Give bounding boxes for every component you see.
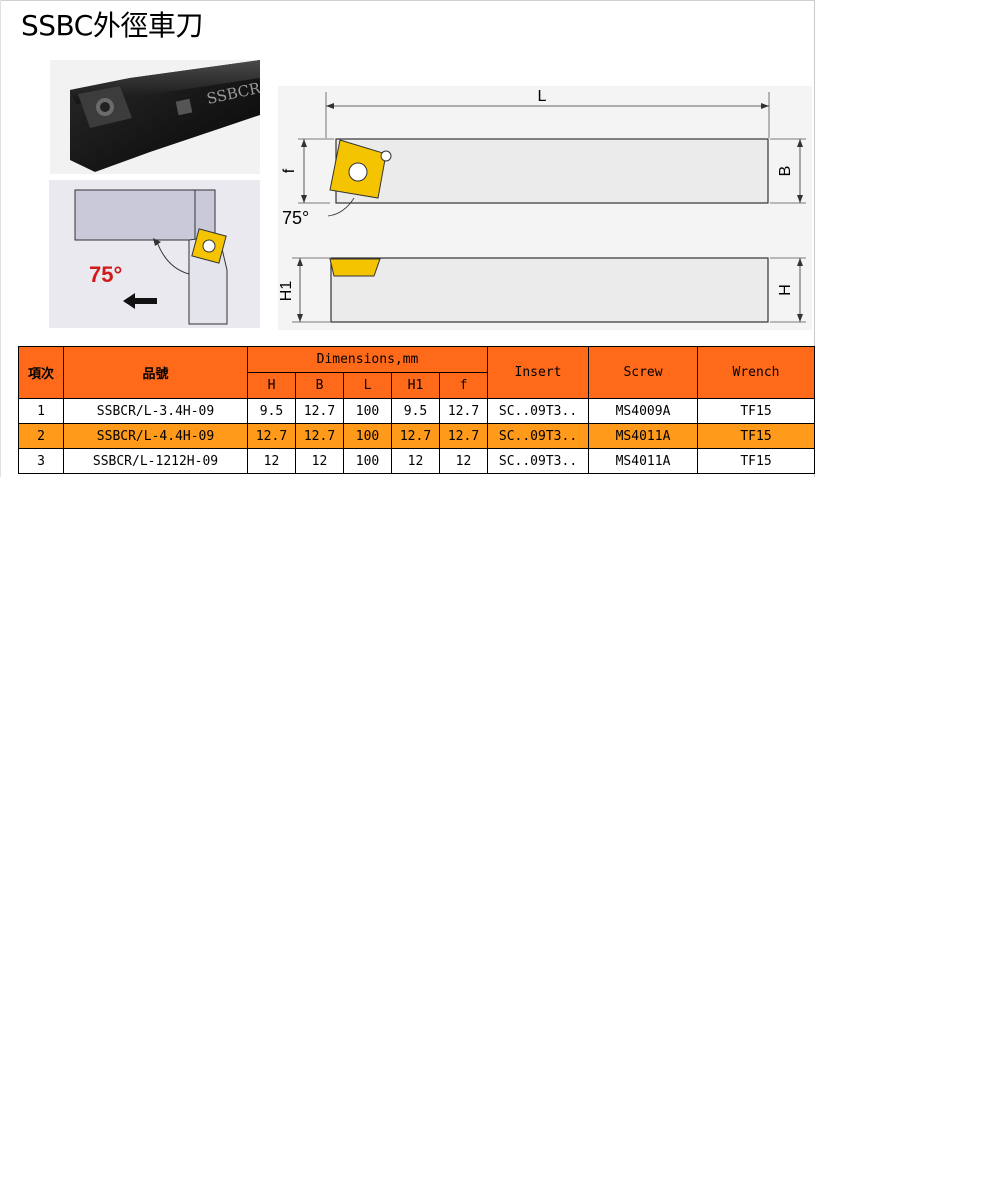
header-insert: Insert — [487, 346, 590, 399]
cell-L: 100 — [343, 398, 392, 424]
cell-B: 12 — [295, 448, 344, 474]
table-row: 2 SSBCR/L-4.4H-09 12.7 12.7 100 12.7 12.… — [18, 423, 816, 449]
feed-direction-arrow-icon — [123, 293, 157, 309]
header-dim-L: L — [343, 372, 392, 399]
top-border — [1, 0, 814, 1]
cell-L: 100 — [343, 423, 392, 449]
tool-holder-photo: SSBCR — [70, 60, 260, 172]
cell-screw: MS4009A — [588, 398, 699, 424]
dim-label-H1: H1 — [278, 281, 295, 302]
dim-label-B: B — [777, 166, 794, 177]
cell-item: 2 — [18, 423, 64, 449]
catalog-sheet: SSBC外徑車刀 SSBCR — [0, 0, 816, 477]
cell-item: 3 — [18, 448, 64, 474]
header-dim-H1: H1 — [391, 372, 440, 399]
cell-insert: SC..09T3.. — [487, 448, 590, 474]
header-dim-f: f — [438, 372, 489, 399]
angle-label: 75° — [282, 208, 309, 228]
cutting-sketch: 75° — [74, 189, 228, 325]
header-item: 項次 — [18, 346, 64, 399]
cell-screw: MS4011A — [588, 448, 699, 474]
cell-f: 12 — [438, 448, 489, 474]
header-dim-B: B — [295, 372, 344, 399]
cell-item: 1 — [18, 398, 64, 424]
cell-H: 12.7 — [247, 423, 296, 449]
dimension-drawing: L B f 75° H1 — [278, 86, 812, 330]
table-row: 3 SSBCR/L-1212H-09 12 12 100 12 12 SC..0… — [18, 448, 816, 474]
cell-H1: 12.7 — [391, 423, 440, 449]
cell-wrench: TF15 — [697, 398, 816, 424]
cell-part-no: SSBCR/L-1212H-09 — [63, 448, 248, 474]
page-title: SSBC外徑車刀 — [21, 9, 203, 42]
header-part-no: 品號 — [63, 346, 248, 399]
header-dim-H: H — [247, 372, 296, 399]
product-photo: SSBCR — [50, 60, 260, 174]
cell-insert: SC..09T3.. — [487, 423, 590, 449]
cell-H1: 12 — [391, 448, 440, 474]
cell-f: 12.7 — [438, 423, 489, 449]
sketch-angle-label: 75° — [89, 262, 122, 287]
spec-table: 項次 品號 Dimensions,mm Insert Screw Wrench … — [18, 346, 816, 474]
cell-wrench: TF15 — [697, 448, 816, 474]
cell-B: 12.7 — [295, 423, 344, 449]
cell-H: 9.5 — [247, 398, 296, 424]
cell-L: 100 — [343, 448, 392, 474]
cell-H1: 9.5 — [391, 398, 440, 424]
dim-label-f: f — [281, 168, 298, 173]
technical-drawing: L B f 75° H1 — [278, 88, 806, 323]
header-dimensions: Dimensions,mm — [246, 346, 489, 373]
cell-insert: SC..09T3.. — [487, 398, 590, 424]
cell-part-no: SSBCR/L-3.4H-09 — [63, 398, 248, 424]
dim-label-H: H — [777, 284, 794, 296]
cell-screw: MS4011A — [588, 423, 699, 449]
header-wrench: Wrench — [697, 346, 816, 399]
table-row: 1 SSBCR/L-3.4H-09 9.5 12.7 100 9.5 12.7 … — [18, 398, 816, 424]
dim-label-L: L — [538, 88, 547, 105]
cell-part-no: SSBCR/L-4.4H-09 — [63, 423, 248, 449]
cell-B: 12.7 — [295, 398, 344, 424]
cell-f: 12.7 — [438, 398, 489, 424]
cell-H: 12 — [247, 448, 296, 474]
header-screw: Screw — [588, 346, 699, 399]
cell-wrench: TF15 — [697, 423, 816, 449]
application-sketch: 75° — [49, 180, 260, 328]
